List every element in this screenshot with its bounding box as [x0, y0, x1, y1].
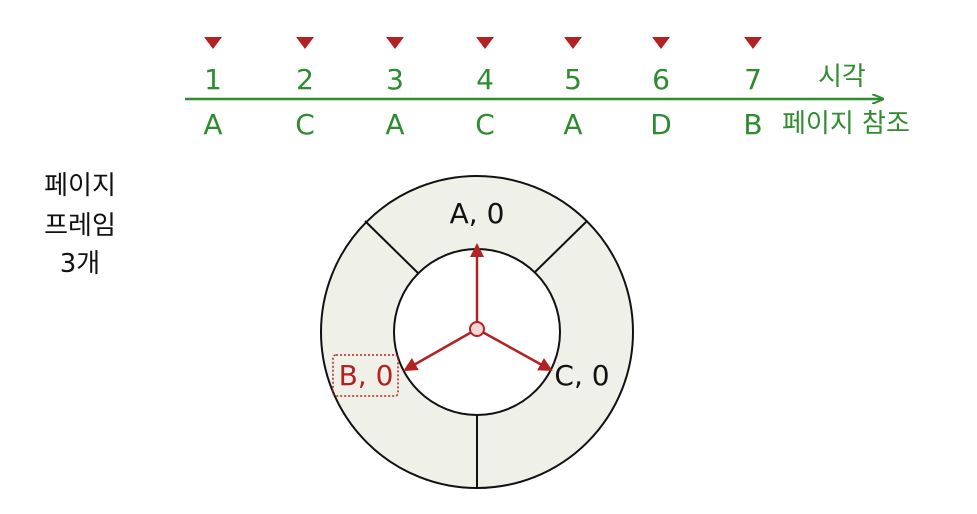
reference-marker-4: [476, 37, 494, 49]
timeline-marks: 1A 2C 3A 4C 5A 6D 7B: [203, 37, 763, 141]
page-reference-label-1: A: [203, 108, 222, 141]
page-reference-axis-label: 페이지 참조: [782, 109, 910, 139]
clock-pointers: [403, 243, 553, 372]
slot-divider-upper-right: [534, 220, 588, 273]
reference-marker-2: [296, 37, 314, 49]
frame-slot-top: A, 0: [450, 197, 505, 230]
reference-marker-5: [564, 37, 582, 49]
slot-divider-upper-left: [364, 220, 420, 275]
frame-slot-right: C, 0: [554, 359, 609, 392]
reference-marker-6: [652, 37, 670, 49]
frame-slot-left: B, 0: [339, 359, 394, 392]
time-axis-label: 시각: [818, 62, 866, 92]
timeline: 1A 2C 3A 4C 5A 6D 7B 시각 페이지 참조: [185, 37, 910, 141]
page-reference-label-3: A: [385, 108, 404, 141]
page-frames-label-line1: 페이지: [44, 171, 116, 201]
page-reference-label-5: A: [563, 108, 582, 141]
page-frames-label-line3: 3개: [60, 249, 100, 279]
time-label-3: 3: [386, 63, 404, 96]
pointer-highlight-box: [332, 354, 399, 397]
pointer-hub: [469, 321, 485, 337]
time-label-1: 1: [204, 63, 222, 96]
reference-marker-1: [204, 37, 222, 49]
page-frames-label: 페이지 프레임 3개: [44, 171, 116, 279]
pointer-arrow-right: [476, 327, 553, 372]
pointer-arrow-left: [403, 327, 478, 372]
page-reference-label-4: C: [475, 108, 495, 141]
page-reference-label-6: D: [650, 108, 672, 141]
time-label-4: 4: [476, 63, 494, 96]
time-label-2: 2: [296, 63, 314, 96]
reference-marker-3: [386, 37, 404, 49]
time-label-5: 5: [564, 63, 582, 96]
page-frames-label-line2: 프레임: [44, 211, 116, 241]
time-label-7: 7: [744, 63, 762, 96]
time-label-6: 6: [652, 63, 670, 96]
reference-marker-7: [744, 37, 762, 49]
page-reference-label-2: C: [295, 108, 315, 141]
page-reference-label-7: B: [743, 108, 762, 141]
